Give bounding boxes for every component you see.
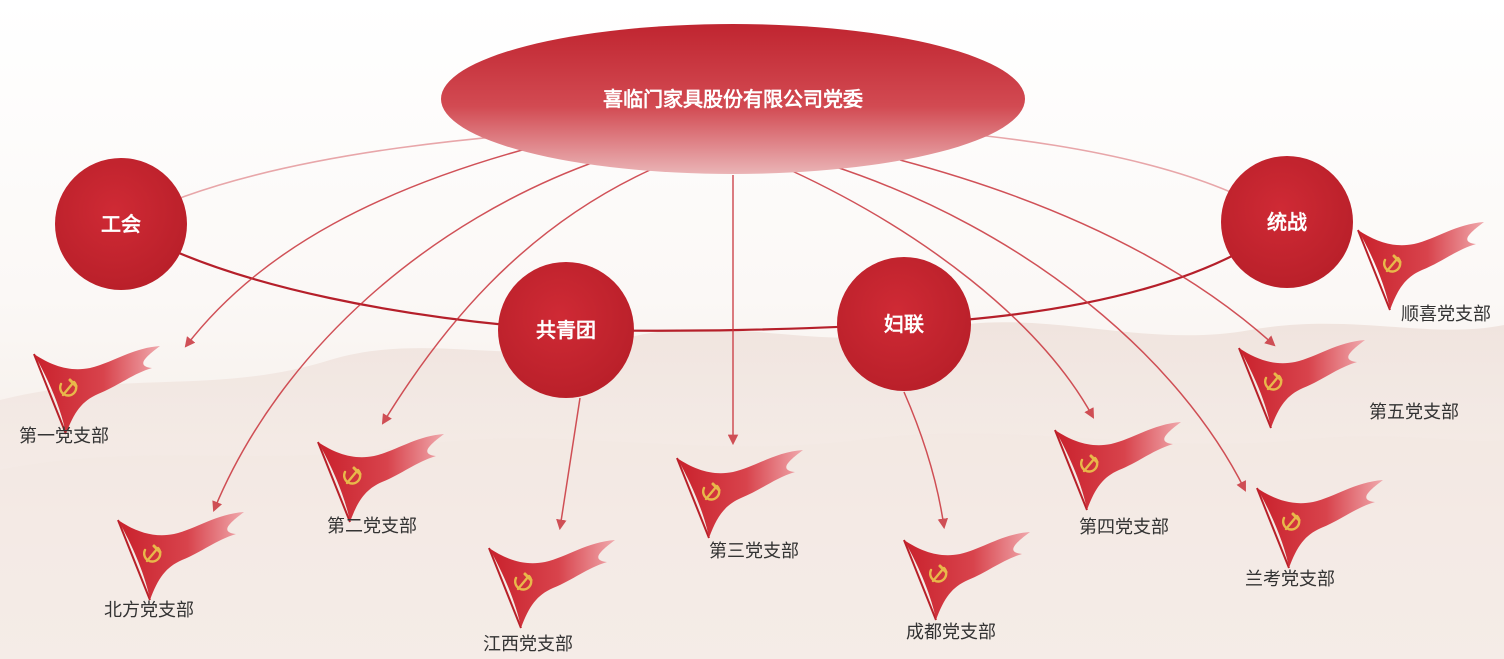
- top-node-label: 喜临门家具股份有限公司党委: [603, 87, 863, 111]
- branch-b6: 成都党支部: [903, 532, 1030, 643]
- org-node-label: 统战: [1267, 210, 1307, 234]
- org-node-circle: [498, 262, 634, 398]
- arrow-b3: [381, 169, 651, 425]
- party-flag-icon: [117, 512, 244, 601]
- branch-b1: 第一党支部: [19, 346, 160, 447]
- org-node-gonghui: 工会: [55, 158, 187, 290]
- org-node-tongzhan: 统战: [1221, 156, 1353, 288]
- branch-label: 第二党支部: [327, 516, 417, 537]
- hammer-sickle-icon: [343, 466, 362, 485]
- org-node-circle: [837, 257, 971, 391]
- branch-label: 第四党支部: [1079, 517, 1169, 538]
- org-node-label: 妇联: [884, 312, 924, 336]
- arrow-b9: [899, 159, 1276, 347]
- party-flag-icon: [903, 532, 1030, 621]
- arrow-b8: [829, 164, 1246, 492]
- org-node-circle: [55, 158, 187, 290]
- party-flag-icon: [488, 540, 615, 629]
- hammer-sickle-icon: [514, 572, 533, 591]
- arrow-b4: [556, 397, 581, 531]
- branch-label: 第一党支部: [19, 426, 109, 447]
- arrow-b6: [903, 391, 949, 530]
- branch-label: 江西党支部: [483, 634, 573, 655]
- org-node-gongqingtuan: 共青团: [498, 262, 634, 398]
- hammer-sickle-icon: [59, 378, 78, 397]
- org-node-fulian: 妇联: [837, 257, 971, 391]
- branch-arrows: [184, 139, 1276, 531]
- branch-b10: 顺喜党支部: [1357, 222, 1491, 325]
- branch-b5: 第三党支部: [676, 450, 803, 562]
- ring-lower-arc: [120, 221, 1288, 332]
- branch-label: 成都党支部: [906, 622, 996, 643]
- arrow-b1: [184, 139, 561, 348]
- branch-b3: 第二党支部: [317, 434, 444, 537]
- branch-b9: 第五党支部: [1238, 340, 1459, 429]
- party-flag-icon: [317, 434, 444, 523]
- party-flag-icon: [1357, 222, 1484, 311]
- branch-b4: 江西党支部: [483, 540, 615, 655]
- branch-b2: 北方党支部: [104, 512, 244, 621]
- org-node-label: 工会: [101, 212, 141, 236]
- branch-label: 北方党支部: [104, 600, 194, 621]
- branch-b7: 第四党支部: [1054, 422, 1181, 538]
- party-flag-icon: [1256, 480, 1383, 569]
- hammer-sickle-icon: [1080, 454, 1099, 473]
- branch-label: 兰考党支部: [1245, 569, 1335, 590]
- hammer-sickle-icon: [1383, 254, 1402, 273]
- party-flag-icon: [1054, 422, 1181, 511]
- branch-b8: 兰考党支部: [1245, 480, 1383, 590]
- hammer-sickle-icon: [1282, 512, 1301, 531]
- arrow-b2: [212, 159, 601, 512]
- branch-label: 第三党支部: [709, 541, 799, 562]
- hammer-sickle-icon: [143, 544, 162, 563]
- top-node: 喜临门家具股份有限公司党委: [441, 24, 1025, 174]
- top-node-ellipse: [441, 24, 1025, 174]
- branch-label: 第五党支部: [1369, 402, 1459, 423]
- party-flag-icon: [1238, 340, 1365, 429]
- org-node-circle: [1221, 156, 1353, 288]
- party-flag-icon: [676, 450, 803, 539]
- hammer-sickle-icon: [1264, 372, 1283, 391]
- org-node-label: 共青团: [536, 318, 596, 342]
- branch-label: 顺喜党支部: [1401, 304, 1491, 325]
- arrow-b7: [789, 169, 1095, 419]
- party-flag-icon: [33, 346, 160, 435]
- hammer-sickle-icon: [702, 482, 721, 501]
- hammer-sickle-icon: [929, 564, 948, 583]
